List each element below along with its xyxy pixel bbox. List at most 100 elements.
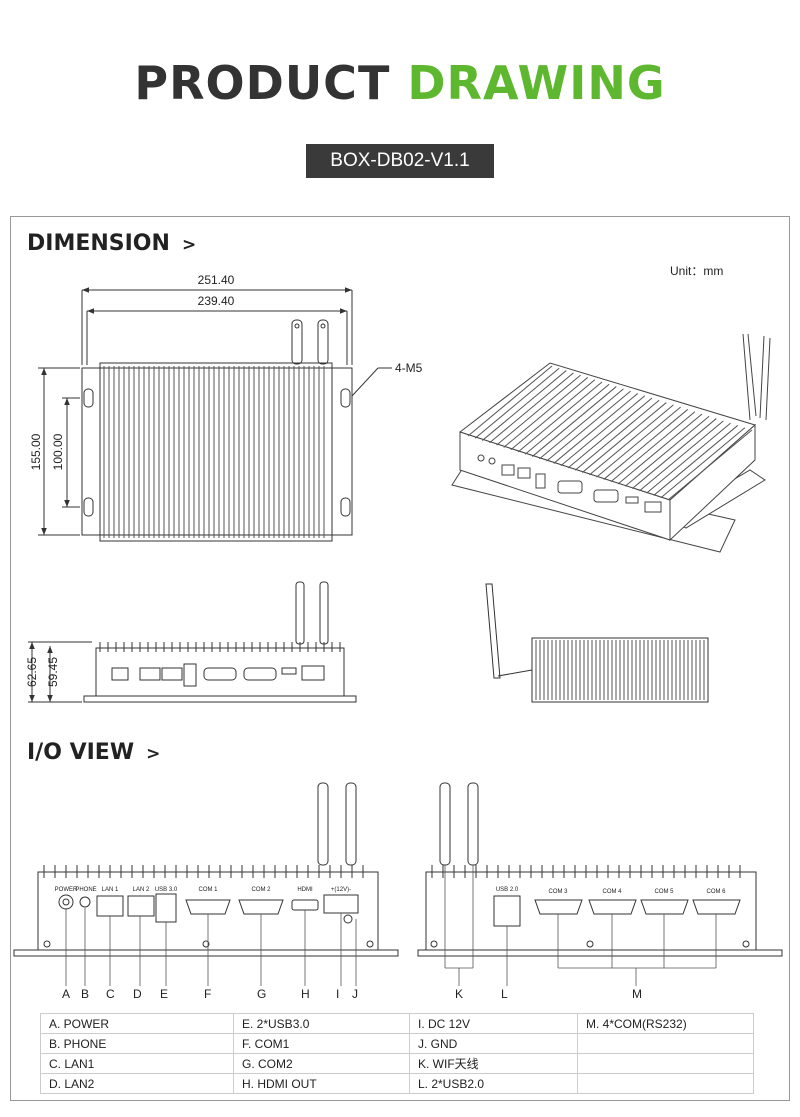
label-com1: COM 1 xyxy=(198,887,218,893)
label-lan1: LAN 1 xyxy=(102,887,119,893)
fin-line xyxy=(510,379,596,451)
fin-line xyxy=(524,383,610,455)
legend-cell xyxy=(577,1033,754,1054)
label-com2: COM 2 xyxy=(251,887,271,893)
legend-cell: F. COM1 xyxy=(233,1033,410,1054)
page-title: PRODUCT DRAWING xyxy=(0,56,800,110)
legend-cell xyxy=(577,1073,754,1094)
side-height-total-label: 62.65 xyxy=(25,657,39,687)
label-usb3: USB 3.0 xyxy=(155,887,178,893)
legend-cell: H. HDMI OUT xyxy=(233,1073,410,1094)
port-letter: M xyxy=(632,987,642,1001)
fin-line xyxy=(553,393,639,464)
fin-line xyxy=(617,413,703,485)
fin-line xyxy=(646,422,731,494)
legend-cell: C. LAN1 xyxy=(40,1053,234,1074)
iso-fins xyxy=(467,365,753,501)
fin-line xyxy=(467,365,553,437)
chevron-right-icon: > xyxy=(181,235,197,255)
width-inner-label: 239.40 xyxy=(198,294,235,308)
fin-line xyxy=(603,409,689,480)
legend-cell: E. 2*USB3.0 xyxy=(233,1013,410,1034)
fin-line xyxy=(574,399,660,471)
width-total-label: 251.40 xyxy=(198,273,235,287)
legend-cell: B. PHONE xyxy=(40,1033,234,1054)
legend-cell: M. 4*COM(RS232) xyxy=(577,1013,754,1034)
label-com4: COM 4 xyxy=(602,889,622,895)
port-letter: H xyxy=(301,987,310,1001)
port-letter: D xyxy=(133,987,142,1001)
legend-cell xyxy=(577,1053,754,1074)
legend-cell: K. WIF天线 xyxy=(409,1053,578,1074)
fin-line xyxy=(539,388,624,460)
fin-line xyxy=(567,397,653,469)
mount-hole-label: 4-M5 xyxy=(395,361,423,375)
dimension-heading: DIMENSION > xyxy=(27,231,196,256)
fin-line xyxy=(503,377,589,448)
side-fins xyxy=(99,642,341,652)
height-total-label: 155.00 xyxy=(29,433,43,470)
fin-line xyxy=(589,404,674,476)
io-leader-lines xyxy=(65,865,717,986)
label-com6: COM 6 xyxy=(706,889,726,895)
height-inner-label: 100.00 xyxy=(51,433,65,470)
port-letter: B xyxy=(81,987,90,1001)
port-letter: G xyxy=(257,987,267,1001)
legend-cell: G. COM2 xyxy=(233,1053,410,1074)
io-panel-front xyxy=(13,782,399,957)
port-letter: A xyxy=(62,987,71,1001)
port-letter: C xyxy=(106,987,115,1001)
isometric-view xyxy=(451,333,771,553)
side-view-left xyxy=(485,583,709,703)
unit-label: Unit：mm xyxy=(670,264,724,278)
fin-line xyxy=(560,395,646,467)
io-view-heading-text: I/O VIEW xyxy=(27,740,135,765)
label-power: POWER xyxy=(55,887,78,893)
top-view xyxy=(38,287,392,542)
fin-line xyxy=(596,406,681,478)
io-view-heading: I/O VIEW > xyxy=(27,740,160,765)
label-phone: PHONE xyxy=(75,887,96,893)
label-com3: COM 3 xyxy=(548,889,568,895)
fin-line xyxy=(489,372,574,444)
legend-cell: I. DC 12V xyxy=(409,1013,578,1034)
fin-line xyxy=(546,390,631,462)
port-letter: L xyxy=(501,987,508,1001)
fin-line xyxy=(496,374,581,446)
fin-line xyxy=(610,411,696,483)
port-letter: I xyxy=(336,987,340,1001)
fin-line xyxy=(517,381,603,453)
label-hdmi: HDMI xyxy=(297,887,313,893)
label-com5: COM 5 xyxy=(654,889,674,895)
port-letter: E xyxy=(160,987,169,1001)
fin-line xyxy=(474,367,560,439)
title-part-drawing: DRAWING xyxy=(407,56,666,110)
side-view-front xyxy=(28,581,357,703)
legend-cell: D. LAN2 xyxy=(40,1073,234,1094)
fin-line xyxy=(639,420,724,492)
fin-line xyxy=(581,402,667,473)
fin-line xyxy=(624,415,710,487)
iso-ports xyxy=(477,454,662,513)
legend-cell: A. POWER xyxy=(40,1013,234,1034)
label-usb2: USB 2.0 xyxy=(496,887,519,893)
dimension-heading-text: DIMENSION xyxy=(27,231,170,256)
left-fins xyxy=(535,640,705,700)
port-letter: K xyxy=(455,987,464,1001)
io-panel-rear xyxy=(417,782,783,957)
label-lan2: LAN 2 xyxy=(133,887,150,893)
model-badge: BOX-DB02-V1.1 xyxy=(306,144,494,178)
io-rear-fins xyxy=(431,865,741,878)
heatsink-fins xyxy=(103,366,325,538)
fin-line xyxy=(660,427,746,499)
chevron-right-icon: > xyxy=(146,744,161,764)
label-dc: +(12V)- xyxy=(331,887,351,893)
port-letter: J xyxy=(352,987,358,1001)
legend-cell: J. GND xyxy=(409,1033,578,1054)
